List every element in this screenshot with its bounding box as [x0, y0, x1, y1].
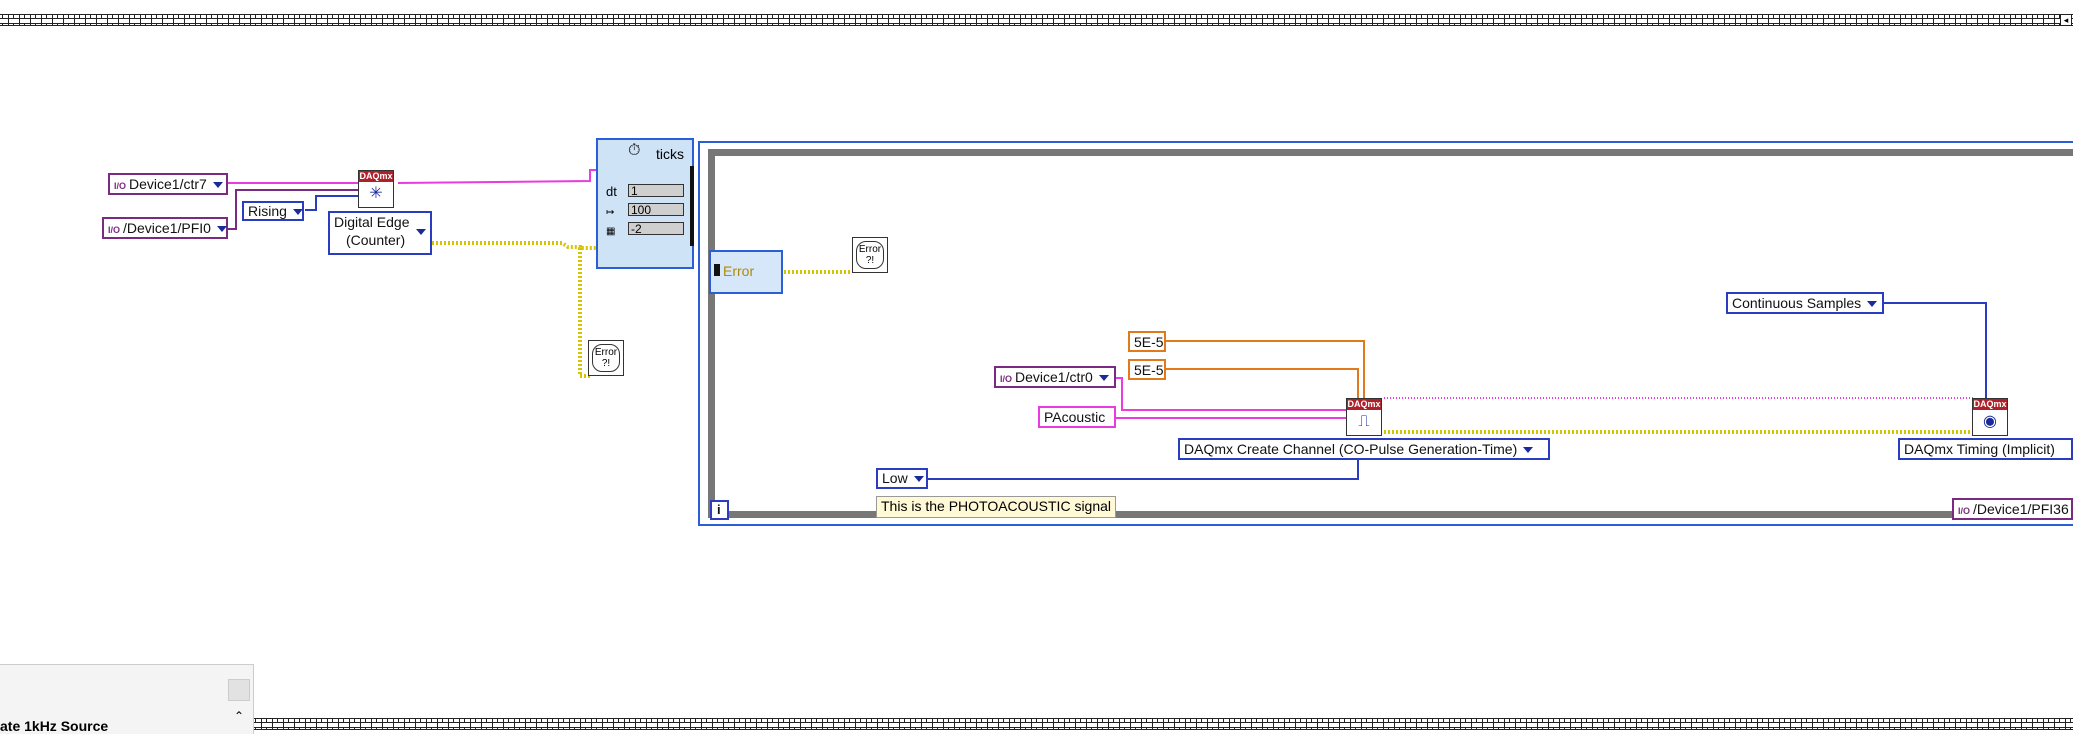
dt-input[interactable]: [628, 184, 684, 197]
context-help-panel: ate 1kHz Source ⌃: [0, 664, 254, 734]
io-icon: I/O: [108, 225, 121, 235]
offset-row: ↦: [606, 203, 690, 218]
trigger-icon: ✳: [369, 185, 383, 202]
error-label: Error: [723, 263, 755, 279]
wire-error-1: [432, 241, 598, 250]
dt-row: dt: [606, 184, 690, 199]
timed-loop-input-node[interactable]: ⏱ ticks dt ↦ ▦: [596, 138, 694, 269]
dt-label: dt: [606, 184, 617, 199]
chevron-up-icon[interactable]: ⌃: [234, 709, 245, 723]
timed-loop-border: [708, 149, 2073, 518]
wire-continuous: [1884, 302, 1987, 398]
ctr0-label: Device1/ctr0: [1015, 369, 1093, 385]
offset-icon: ↦: [606, 207, 615, 218]
wire-edge: [305, 195, 360, 211]
sample-mode-ring[interactable]: Continuous Samples: [1726, 292, 1884, 314]
io-icon: I/O: [1958, 506, 1971, 516]
edge-label: Rising: [248, 203, 287, 219]
wire-pfi0: [228, 189, 358, 230]
timing-clock-icon: ◉: [1983, 413, 1997, 430]
wire-error-2: [578, 248, 590, 378]
timing-polymorphic-selector[interactable]: DAQmx Timing (Implicit): [1898, 438, 2073, 460]
chevron-down-icon[interactable]: [216, 226, 227, 233]
io-icon: I/O: [1000, 374, 1013, 384]
bottom-sequence-frame-border: [0, 718, 2073, 730]
create-channel-polymorphic-selector[interactable]: DAQmx Create Channel (CO-Pulse Generatio…: [1178, 438, 1550, 460]
daqmx-create-channel-node[interactable]: DAQmx ⎍: [1346, 398, 1382, 436]
timing-source-label: ticks: [656, 146, 684, 162]
priority-row: ▦: [606, 222, 690, 237]
error-handler-node-2[interactable]: Error ?!: [852, 237, 888, 273]
digital-edge-counter-ring[interactable]: Digital Edge (Counter): [328, 211, 432, 255]
pfi36-control[interactable]: I/O/Device1/PFI36: [1952, 498, 2073, 520]
chevron-down-icon[interactable]: [1098, 375, 1109, 382]
error-bubble-icon: Error ?!: [856, 241, 884, 269]
top-sequence-frame-border: [0, 14, 2073, 26]
chevron-down-icon[interactable]: [1523, 447, 1534, 454]
daqmx-trigger-node[interactable]: DAQmx ✳: [358, 170, 394, 208]
ctr7-label: Device1/ctr7: [129, 176, 207, 192]
pfi0-control[interactable]: I/O/Device1/PFI0: [102, 217, 228, 239]
offset-input[interactable]: [628, 203, 684, 216]
chevron-down-icon[interactable]: [1867, 301, 1878, 308]
wire-5e5-a: [1166, 340, 1365, 398]
timing-label: DAQmx Timing (Implicit): [1904, 441, 2055, 457]
error-terminal-marker: [714, 264, 720, 276]
node-bar: [690, 166, 694, 246]
edge-ring[interactable]: Rising: [242, 201, 304, 221]
panel-title: ate 1kHz Source: [0, 718, 109, 734]
scroll-arrow-icon[interactable]: ◂: [2060, 14, 2072, 26]
chevron-down-icon[interactable]: [416, 229, 426, 235]
pfi0-label: /Device1/PFI0: [123, 220, 211, 236]
daqmx-header: DAQmx: [1973, 399, 2007, 410]
comment-label: This is the PHOTOACOUSTIC signal: [876, 496, 1117, 518]
timed-loop-frame[interactable]: [698, 141, 2073, 526]
daqmx-header: DAQmx: [359, 171, 393, 182]
sample-mode-label: Continuous Samples: [1732, 295, 1862, 311]
wire-5e5-b: [1166, 368, 1359, 398]
digital-edge-line-1: Digital Edge: [334, 214, 410, 230]
high-time-constant[interactable]: 5E-5: [1128, 331, 1166, 352]
channel-name-constant[interactable]: PAcoustic: [1038, 406, 1116, 428]
chevron-down-icon[interactable]: [292, 209, 303, 216]
panel-button[interactable]: [228, 679, 250, 701]
priority-input[interactable]: [628, 222, 684, 235]
clock-icon: ⏱: [628, 142, 641, 159]
io-icon: I/O: [114, 181, 127, 191]
idle-state-ring[interactable]: Low: [876, 468, 928, 489]
chevron-down-icon[interactable]: [212, 182, 223, 189]
digital-edge-line-2: (Counter): [346, 232, 406, 248]
low-time-constant[interactable]: 5E-5: [1128, 359, 1166, 380]
create-channel-label: DAQmx Create Channel (CO-Pulse Generatio…: [1184, 441, 1518, 457]
iteration-terminal: i: [710, 500, 729, 520]
daqmx-timing-node[interactable]: DAQmx ◉: [1972, 398, 2008, 436]
wire-task-to-loop: [397, 169, 598, 184]
cpu-icon: ▦: [606, 226, 616, 237]
pfi36-label: /Device1/PFI36: [1973, 501, 2069, 517]
pulse-icon: ⎍: [1358, 413, 1370, 430]
error-handler-node[interactable]: Error ?!: [588, 340, 624, 376]
error-bubble-icon: Error ?!: [592, 344, 620, 372]
chevron-down-icon[interactable]: [913, 476, 924, 483]
idle-state-label: Low: [882, 470, 908, 486]
daqmx-header: DAQmx: [1347, 399, 1381, 410]
error-cluster[interactable]: Error: [709, 250, 783, 294]
